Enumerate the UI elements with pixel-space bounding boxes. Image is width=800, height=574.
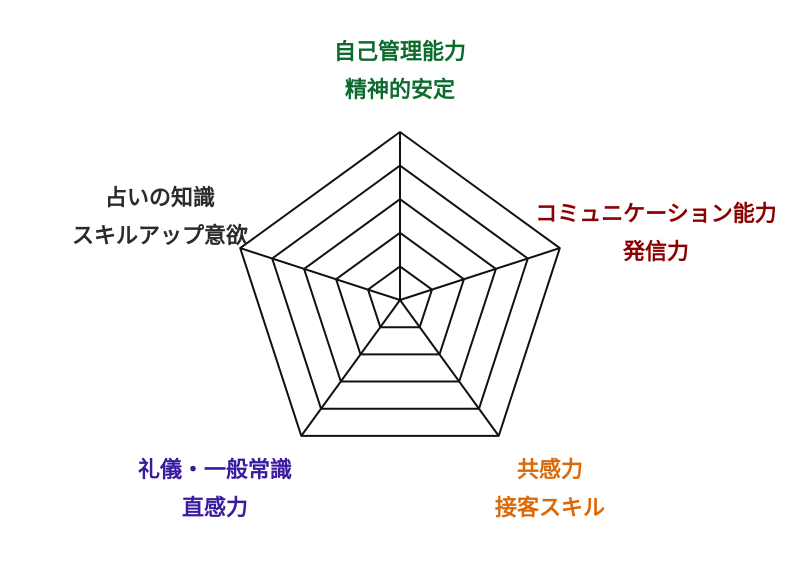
grid-ring-5 [239,131,561,437]
axis-label-self-management: 自己管理能力 精神的安定 [300,34,500,110]
axis-label-line: 占いの知識 [104,186,215,211]
axis-label-line: 接客スキル [494,496,605,521]
axis-spoke-1 [399,247,561,301]
axis-spoke-4 [239,247,401,301]
axis-label-manners: 礼儀・一般常識 直感力 [105,452,325,528]
axis-label-line: 礼儀・一般常識 [137,458,292,483]
grid-ring-4 [271,164,529,410]
grid-ring-1 [367,265,433,329]
axis-label-fortune-knowledge: 占いの知識 スキルアップ意欲 [60,180,260,256]
axis-label-line: 共感力 [516,458,583,483]
axis-spoke-2 [399,299,500,437]
axis-label-line: 発信力 [622,240,689,265]
axis-label-empathy: 共感力 接客スキル [440,452,660,528]
axis-label-communication: コミュニケーション能力 発信力 [520,196,792,272]
axis-label-line: 精神的安定 [344,78,455,103]
axis-label-line: 直感力 [181,496,248,521]
grid-ring-3 [303,198,497,383]
axis-label-line: 自己管理能力 [333,40,466,65]
grid-ring-2 [335,231,465,356]
axis-label-line: スキルアップ意欲 [71,224,248,249]
axis-spoke-3 [300,299,401,437]
axis-label-line: コミュニケーション能力 [535,202,777,227]
